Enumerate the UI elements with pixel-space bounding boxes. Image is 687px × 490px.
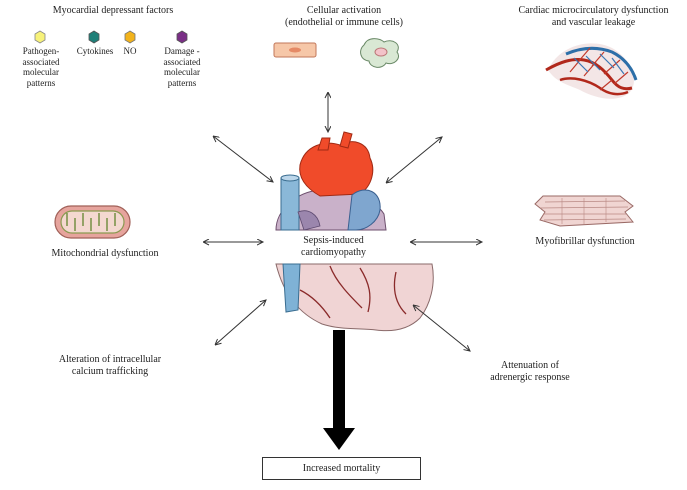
outcome-box: Increased mortality [262,457,421,480]
immune-cell-icon [360,38,400,68]
damp-label: Damage - associated molecular patterns [163,46,201,88]
factors-title: Myocardial depressant factors [52,5,174,16]
center-label: Sepsis-induced cardiomyopathy [266,231,401,263]
myofib-label: Myofibrillar dysfunction [535,236,635,247]
adrenergic-label: Attenuation of adrenergic response [490,360,570,383]
cytokines-hexagon-icon [88,30,100,44]
pathogen-hexagon-icon [34,30,46,44]
activation-label: Cellular activation (endothelial or immu… [284,5,404,28]
no-label: NO [123,46,137,56]
mitochondrion-icon [54,205,131,239]
arrow-factors [213,136,273,182]
arrow-calcium [215,300,266,345]
myofibril-icon [534,195,634,227]
endothelial-cell-icon [273,42,317,58]
mito-label: Mitochondrial dysfunction [51,248,159,259]
microcirc-label: Cardiac microcirculatory dysfunction and… [518,5,669,28]
cytokines-label: Cytokines [76,46,114,56]
no-hexagon-icon [124,30,136,44]
arrow-microcirc [386,137,442,183]
mortality-arrow [323,330,355,450]
outcome-label: Increased mortality [302,463,381,474]
microvasculature-icon [545,43,638,99]
damp-hexagon-icon [176,30,188,44]
arrow-adrenergic [413,305,470,351]
pathogen-label: Pathogen- associated molecular patterns [22,46,60,88]
heart-illustration [275,131,434,332]
calcium-label: Alteration of intracellular calcium traf… [58,354,162,377]
